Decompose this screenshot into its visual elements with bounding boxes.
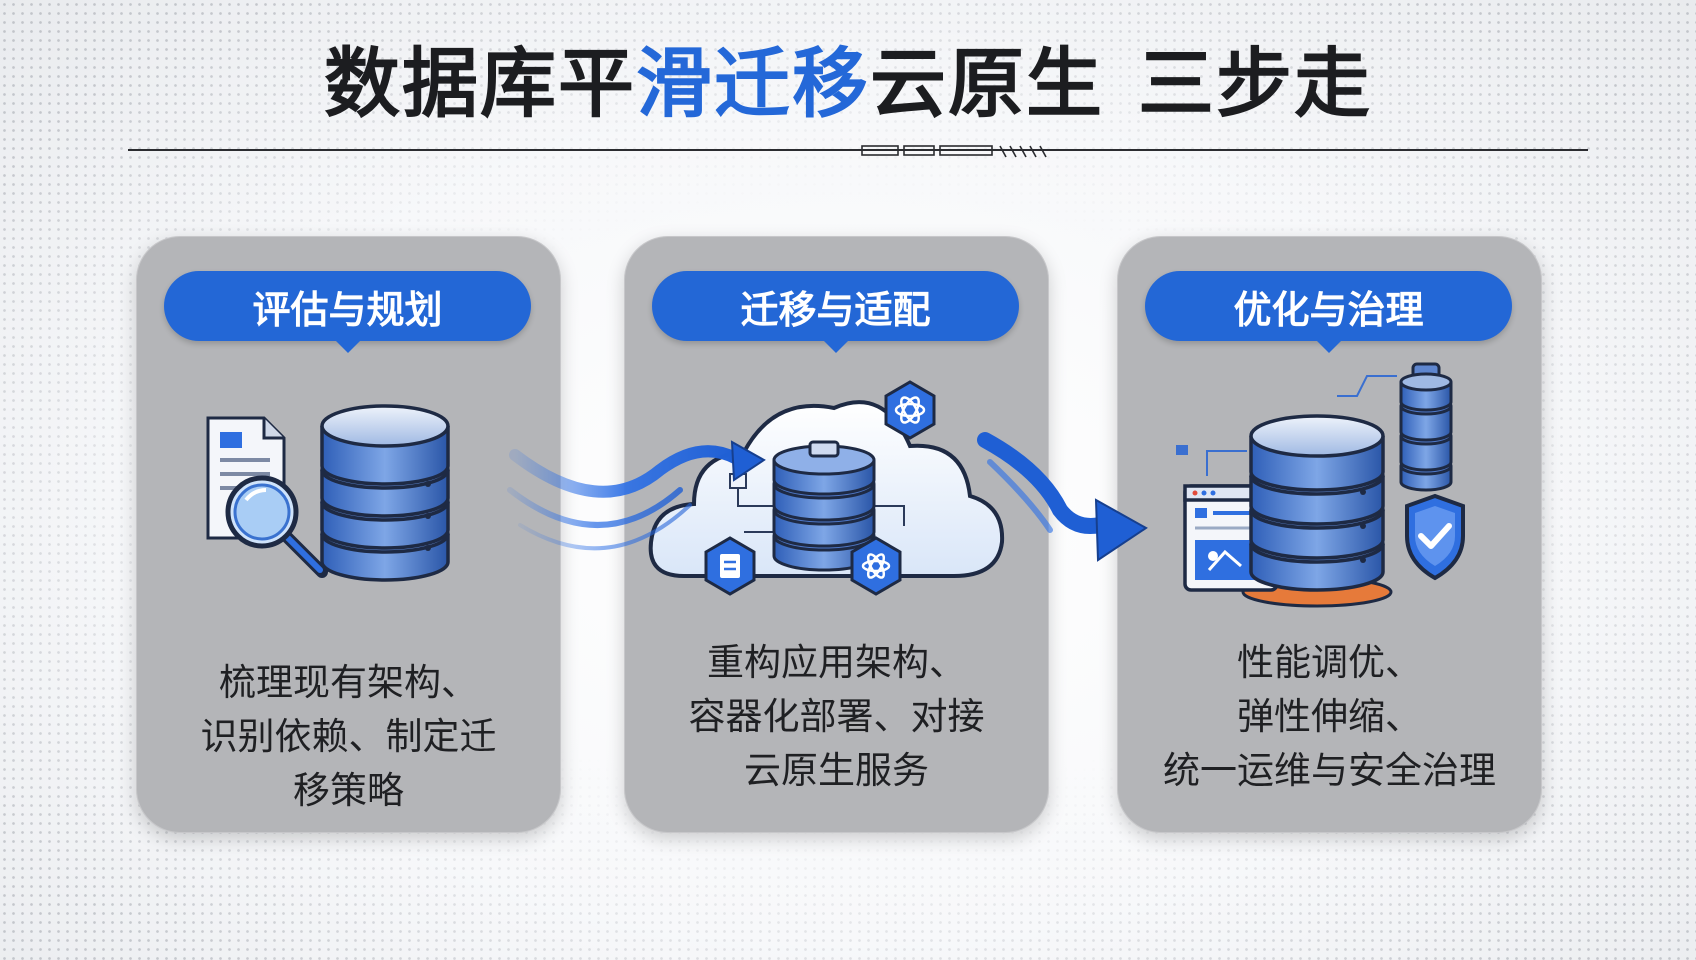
desc-line: 统一运维与安全治理 [1163,749,1496,792]
desc-line: 梳理现有架构、 [219,661,478,704]
database-icon [1249,414,1385,592]
assessment-illustration [206,404,450,582]
step-description: 性能调优、 弹性伸缩、 统一运维与安全治理 [1135,636,1524,798]
small-database-icon [1399,362,1453,492]
title-divider [128,145,1588,158]
shield-check-icon [1405,493,1465,581]
optimization-illustration [1176,362,1465,608]
title-part-3: 云原生 [870,39,1104,128]
step-description: 重构应用架构、 容器化部署、对接 云原生服务 [642,636,1031,798]
title-part-2-highlight: 滑迁移 [636,39,870,128]
atom-hex-icon [850,536,902,596]
magnifier-icon [225,475,328,578]
desc-line: 重构应用架构、 [707,641,966,684]
step-label-badge: 优化与治理 [1145,271,1512,353]
step-label-badge: 评估与规划 [164,271,531,353]
step-label-badge: 迁移与适配 [652,271,1019,353]
desc-line: 性能调优、 [1237,641,1422,684]
title-part-4: 三步走 [1138,39,1372,128]
migration-illustration [648,380,1005,596]
database-icon [772,440,876,572]
desc-line: 云原生服务 [744,749,929,792]
page-title: 数据库平滑迁移云原生三步走 [0,38,1696,129]
desc-line: 弹性伸缩、 [1237,695,1422,738]
step-card-assessment: 评估与规划 [136,236,561,833]
desc-line: 容器化部署、对接 [688,695,985,738]
list-hex-icon [704,536,756,596]
step-card-migration: 迁移与适配 [624,236,1049,833]
step-card-optimization: 优化与治理 [1117,236,1542,833]
desc-line: 移策略 [293,769,404,812]
database-icon [320,404,450,582]
desc-line: 识别依赖、制定迁 [200,715,497,758]
step-description: 梳理现有架构、 识别依赖、制定迁 移策略 [154,656,543,818]
atom-hex-icon [884,380,936,440]
title-part-1: 数据库平 [324,39,636,128]
